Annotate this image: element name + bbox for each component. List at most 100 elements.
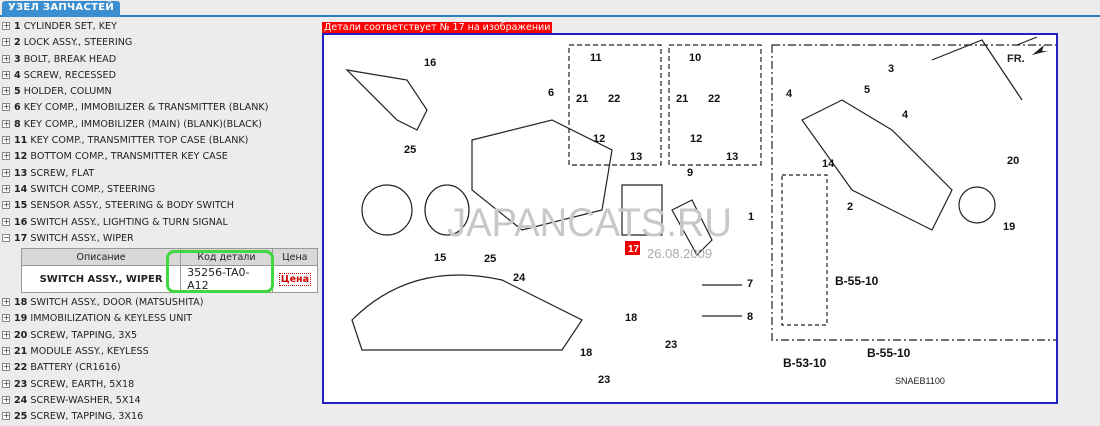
expand-icon[interactable]: + <box>2 69 10 79</box>
tree-item-23[interactable]: +23 SCREW, EARTH, 5X18 <box>2 377 318 393</box>
callout[interactable]: 25 <box>404 144 416 156</box>
part-number: 15 <box>14 200 28 212</box>
callout[interactable]: 10 <box>689 52 701 64</box>
tree-item-5[interactable]: +5 HOLDER, COLUMN <box>2 84 318 100</box>
tree-item-21[interactable]: +21 MODULE ASSY., KEYLESS <box>2 344 318 360</box>
expand-icon[interactable]: + <box>2 411 10 421</box>
expand-icon[interactable]: + <box>2 21 10 30</box>
callout[interactable]: 3 <box>888 63 894 75</box>
tree-item-24[interactable]: +24 SCREW-WASHER, 5X14 <box>2 393 318 409</box>
expand-icon[interactable]: + <box>2 118 10 128</box>
watermark-date: 26.08.2009 <box>647 246 712 261</box>
callout[interactable]: 14 <box>822 158 835 170</box>
tree-item-19[interactable]: +19 IMMOBILIZATION & KEYLESS UNIT <box>2 311 318 327</box>
part-name: LOCK ASSY., STEERING <box>23 37 133 49</box>
expand-icon[interactable]: + <box>2 346 10 356</box>
part-name: CYLINDER SET, KEY <box>23 21 117 32</box>
col-price: Цена <box>271 248 319 267</box>
collapse-icon[interactable]: − <box>2 232 10 242</box>
expand-icon[interactable]: + <box>2 183 10 193</box>
callout[interactable]: 12 <box>690 133 702 145</box>
tree-item-14[interactable]: +14 SWITCH COMP., STEERING <box>2 182 318 198</box>
callout[interactable]: 17 <box>628 244 640 255</box>
callout[interactable]: 24 <box>513 272 526 284</box>
expand-icon[interactable]: + <box>2 102 10 112</box>
callout[interactable]: 18 <box>625 312 637 324</box>
price-link[interactable]: Цена <box>278 272 311 286</box>
callout[interactable]: 18 <box>580 347 592 359</box>
tree-item-6[interactable]: +6 KEY COMP., IMMOBILIZER & TRANSMITTER … <box>2 100 318 116</box>
callout[interactable]: 19 <box>1003 221 1015 233</box>
callout[interactable]: 23 <box>598 374 610 386</box>
tree-item-20[interactable]: +20 SCREW, TAPPING, 3X5 <box>2 328 318 344</box>
callout[interactable]: 21 <box>676 93 688 105</box>
callout[interactable]: 7 <box>747 278 753 290</box>
expand-icon[interactable]: + <box>2 53 10 63</box>
tree-item-18[interactable]: +18 SWITCH ASSY., DOOR (MATSUSHITA) <box>2 295 318 311</box>
expand-icon[interactable]: + <box>2 329 10 339</box>
part-code[interactable]: 35256-TA0-A12 <box>180 265 273 294</box>
ref-link[interactable]: B-53-10 <box>783 356 827 370</box>
callout[interactable]: 23 <box>665 339 677 351</box>
tree-item-17[interactable]: −17 SWITCH ASSY., WIPER <box>2 231 318 247</box>
front-arrow-icon <box>1032 45 1048 55</box>
callout[interactable]: 21 <box>576 93 588 105</box>
tree-item-4[interactable]: +4 SCREW, RECESSED <box>2 68 318 84</box>
part-number: 13 <box>14 167 28 179</box>
expand-icon[interactable]: + <box>2 394 10 404</box>
expand-icon[interactable]: + <box>2 378 10 388</box>
callout[interactable]: 2 <box>847 201 853 213</box>
tree-item-11[interactable]: +11 KEY COMP., TRANSMITTER TOP CASE (BLA… <box>2 133 318 149</box>
expand-icon[interactable]: + <box>2 37 10 47</box>
callout[interactable]: 5 <box>864 84 870 96</box>
part-name: SCREW-WASHER, 5X14 <box>30 394 141 406</box>
part-number: 14 <box>14 183 28 195</box>
tree-item-1[interactable]: +1 CYLINDER SET, KEY <box>2 19 318 35</box>
diagram-svg: JAPANCATS.RU 26.08.2009 16 25 15 25 24 1… <box>345 36 1058 386</box>
callout[interactable]: 13 <box>630 151 642 163</box>
expand-icon[interactable]: + <box>2 362 10 372</box>
callout[interactable]: 25 <box>484 253 496 265</box>
tree-item-2[interactable]: +2 LOCK ASSY., STEERING <box>2 35 318 51</box>
callout[interactable]: 6 <box>548 87 554 99</box>
callout[interactable]: 22 <box>708 93 720 105</box>
ref-link[interactable]: B-55-10 <box>867 346 911 360</box>
tree-item-15[interactable]: +15 SENSOR ASSY., STEERING & BODY SWITCH <box>2 198 318 214</box>
callout[interactable]: 11 <box>590 52 602 64</box>
expand-icon[interactable]: + <box>2 297 10 307</box>
part-name: KEY COMP., IMMOBILIZER & TRANSMITTER (BL… <box>23 102 269 114</box>
part-number: 16 <box>14 216 28 228</box>
part-name: MODULE ASSY., KEYLESS <box>30 346 149 358</box>
tab-parts-unit[interactable]: УЗЕЛ ЗАПЧАСТЕЙ <box>2 1 121 17</box>
expand-icon[interactable]: + <box>2 216 10 226</box>
tree-item-16[interactable]: +16 SWITCH ASSY., LIGHTING & TURN SIGNAL <box>2 215 318 231</box>
callout[interactable]: 16 <box>424 57 436 69</box>
callout[interactable]: 9 <box>687 167 693 179</box>
callout[interactable]: 4 <box>786 88 793 100</box>
expand-icon[interactable]: + <box>2 167 10 177</box>
expand-icon[interactable]: + <box>2 151 10 161</box>
callout[interactable]: 12 <box>593 133 605 145</box>
tree-item-22[interactable]: +22 BATTERY (CR1616) <box>2 360 318 376</box>
callout[interactable]: 20 <box>1007 155 1019 167</box>
parts-diagram[interactable]: JAPANCATS.RU 26.08.2009 16 25 15 25 24 1… <box>322 33 1058 404</box>
callout[interactable]: 1 <box>748 211 754 223</box>
callout[interactable]: 4 <box>902 109 909 121</box>
expand-icon[interactable]: + <box>2 313 10 323</box>
expand-icon[interactable]: + <box>2 200 10 210</box>
callout[interactable]: 13 <box>726 151 738 163</box>
diagram-drawing <box>345 36 1058 351</box>
expand-icon[interactable]: + <box>2 135 10 145</box>
ref-link[interactable]: B-55-10 <box>835 274 879 288</box>
callout[interactable]: 22 <box>608 93 620 105</box>
tree-item-12[interactable]: +12 BOTTOM COMP., TRANSMITTER KEY CASE <box>2 149 318 165</box>
tree-item-25[interactable]: +25 SCREW, TAPPING, 3X16 <box>2 409 318 425</box>
part-number: 8 <box>14 118 21 130</box>
callout[interactable]: 15 <box>434 252 446 264</box>
expand-icon[interactable]: + <box>2 86 10 96</box>
tree-item-13[interactable]: +13 SCREW, FLAT <box>2 166 318 182</box>
tree-item-3[interactable]: +3 BOLT, BREAK HEAD <box>2 52 318 68</box>
part-name: SWITCH ASSY., LIGHTING & TURN SIGNAL <box>30 216 228 228</box>
callout[interactable]: 8 <box>747 311 753 323</box>
tree-item-8[interactable]: +8 KEY COMP., IMMOBILIZER (MAIN) (BLANK)… <box>2 117 318 133</box>
